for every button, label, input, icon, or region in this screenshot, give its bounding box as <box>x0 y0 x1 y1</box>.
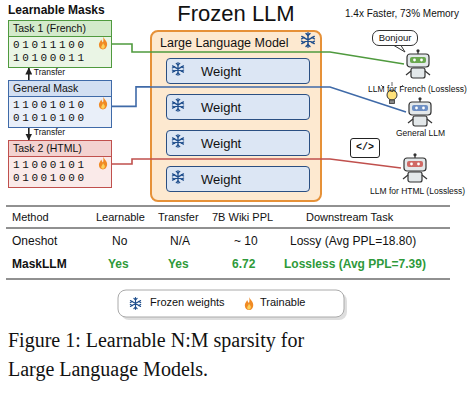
model-heading: Large Language Model <box>160 36 289 50</box>
weight-box: Weight <box>166 94 310 120</box>
table-cell: Lossless (Avg PPL=7.39) <box>284 257 426 271</box>
connector-label: Transfer <box>34 67 65 77</box>
figure-caption: Figure 1: Learnable N:M sparsity for Lar… <box>8 326 343 384</box>
table-cell: Yes <box>168 257 189 271</box>
mask-bits: 11000101 01001000 <box>9 157 101 187</box>
mask-heading: Task 2 (HTML) <box>9 141 111 157</box>
weight-box: Weight <box>166 58 310 84</box>
legend-fire <box>245 297 253 310</box>
table-cell: MaskLLM <box>12 257 67 271</box>
code-icon: </> <box>350 138 380 158</box>
table-cell: Transfer <box>158 211 199 223</box>
connector <box>112 87 150 107</box>
annotation-label: 1.4x Faster, 73% Memory <box>345 8 459 19</box>
diagram-title: Frozen LLM <box>150 1 322 27</box>
robot-icon <box>403 153 427 182</box>
weight-label: Weight <box>201 64 241 79</box>
weight-box: Weight <box>166 166 310 192</box>
bubble-tail <box>394 46 405 53</box>
mask-box: General Mask11001010 01010100 <box>8 80 112 128</box>
table-rule <box>6 206 450 207</box>
weight-box: Weight <box>166 130 310 156</box>
model-box: Large Language ModelWeightWeightWeightWe… <box>150 30 322 202</box>
annotation-label: LLM for HTML (Lossless) <box>370 186 465 196</box>
robot-icon <box>406 49 430 78</box>
mask-bits: 11001010 01010100 <box>9 97 101 127</box>
connector <box>112 44 150 52</box>
connector <box>28 68 30 80</box>
lightbulb-base <box>390 100 395 104</box>
weight-label: Weight <box>201 136 241 151</box>
table-cell: ~ 10 <box>234 234 258 248</box>
legend-shadow <box>121 293 347 320</box>
mask-box: Task 2 (HTML)11000101 01001000 <box>8 140 112 188</box>
table-cell: N/A <box>170 234 190 248</box>
table-cell: 7B Wiki PPL <box>212 211 273 223</box>
weight-label: Weight <box>201 100 241 115</box>
speech-bubble: Bonjour <box>372 30 418 46</box>
annotation-label: LLM for French (Lossless) <box>368 84 467 94</box>
table-cell: 6.72 <box>232 257 255 271</box>
table-cell: Oneshot <box>12 234 57 248</box>
table-cell: Method <box>12 211 49 223</box>
legend-text: Frozen weights <box>150 296 225 308</box>
connector-label: Transfer <box>34 127 65 137</box>
code-symbol: </> <box>351 139 379 156</box>
robot-icon <box>408 97 432 126</box>
mask-bits: 01011100 10100011 <box>9 37 101 67</box>
connector <box>112 159 150 164</box>
bubble-text: Bonjour <box>373 31 417 45</box>
table-rule <box>6 228 450 229</box>
annotation-label: Learnable Masks <box>8 3 105 17</box>
table-cell: Yes <box>108 257 129 271</box>
mask-heading: General Mask <box>9 81 111 97</box>
connector <box>28 128 30 140</box>
table-rule <box>6 279 450 280</box>
annotation-label: General LLM <box>396 128 445 138</box>
table-cell: Lossy (Avg PPL=18.80) <box>290 234 416 248</box>
legend-text: Trainable <box>260 296 305 308</box>
legend-box <box>118 290 344 317</box>
table-cell: Downstream Task <box>306 211 393 223</box>
mask-heading: Task 1 (French) <box>9 21 111 37</box>
table-cell: No <box>112 234 127 248</box>
weight-label: Weight <box>201 172 241 187</box>
legend-snowflake <box>130 298 140 310</box>
table-cell: Learnable <box>96 211 145 223</box>
mask-box: Task 1 (French)01011100 10100011 <box>8 20 112 68</box>
